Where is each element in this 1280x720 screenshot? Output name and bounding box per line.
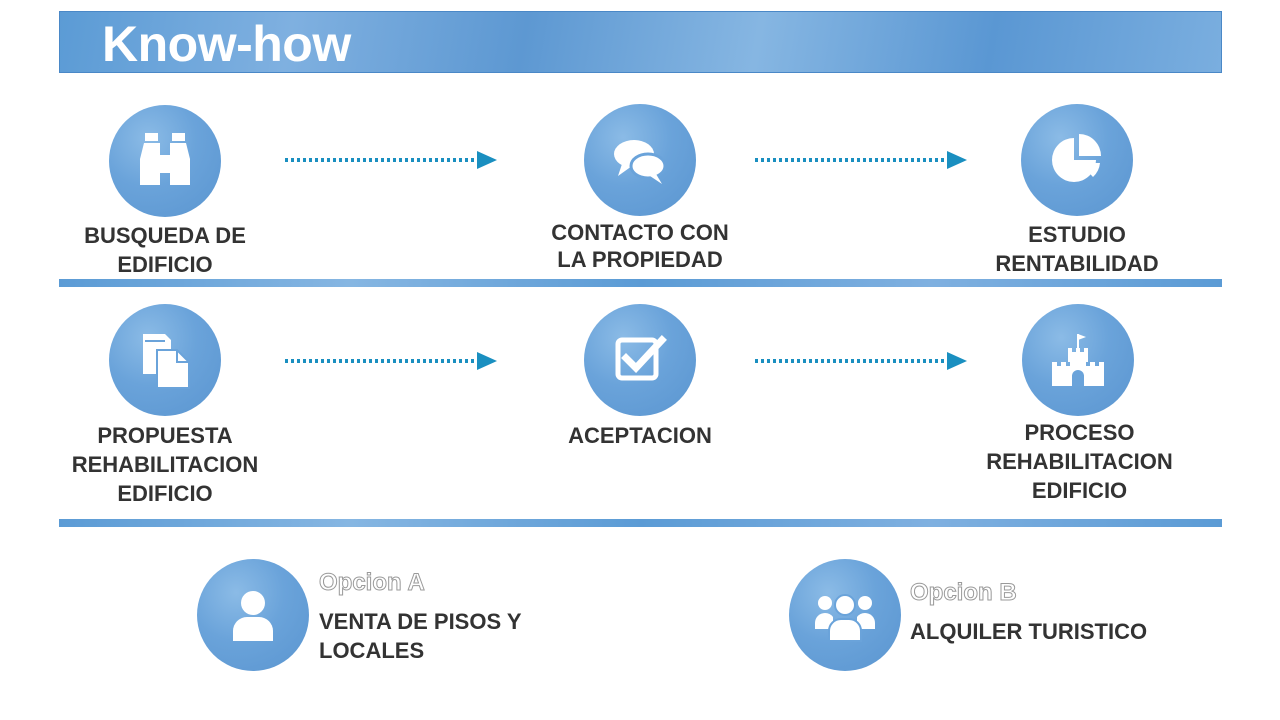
step-propuesta-circle <box>109 304 221 416</box>
option-b-title: Opcion B <box>910 579 1018 607</box>
step-aceptacion-label: ACEPTACION <box>568 423 712 448</box>
group-icon <box>815 594 875 642</box>
separator-1 <box>59 279 1222 287</box>
step-aceptacion-circle <box>584 304 696 416</box>
castle-icon <box>1052 334 1104 386</box>
option-a-circle <box>197 559 309 671</box>
page-title: Know-how <box>102 16 351 72</box>
pie-chart-icon <box>1052 134 1101 182</box>
user-icon <box>233 591 273 641</box>
binoculars-icon <box>140 133 190 185</box>
documents-icon <box>143 334 190 389</box>
option-b-text: ALQUILER TURISTICO <box>910 619 1148 644</box>
step-proceso-circle <box>1022 304 1134 416</box>
step-estudio-circle <box>1021 104 1133 216</box>
arrow-4 <box>755 352 967 370</box>
title-banner: Know-how <box>59 11 1222 73</box>
checkbox-icon <box>615 335 667 381</box>
option-b-circle <box>789 559 901 671</box>
arrow-1 <box>285 151 497 169</box>
step-busqueda-circle <box>109 105 221 217</box>
arrow-3 <box>285 352 497 370</box>
speech-bubbles-icon <box>614 140 667 184</box>
step-contacto-circle <box>584 104 696 216</box>
arrow-2 <box>755 151 967 169</box>
separator-2 <box>59 519 1222 527</box>
option-a-title: Opcion A <box>319 569 426 597</box>
